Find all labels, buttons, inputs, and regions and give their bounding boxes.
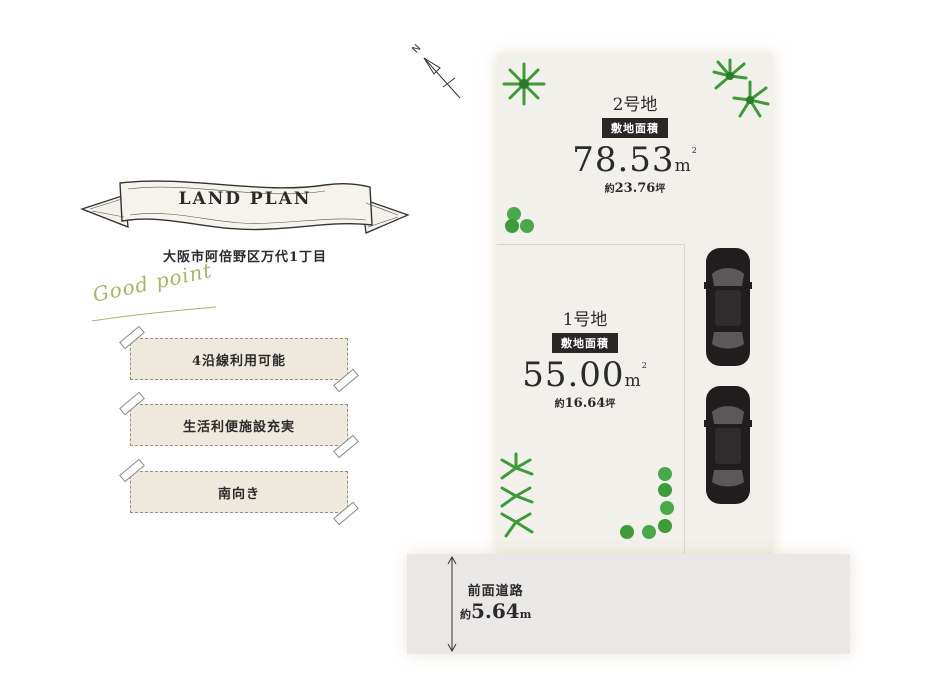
lot-1-label: 1号地 敷地面積 55.00m2 約16.64坪 xyxy=(515,305,655,411)
page-title: LAND PLAN xyxy=(178,189,312,209)
title-ribbon: LAND PLAN xyxy=(80,175,410,245)
front-road xyxy=(407,554,850,654)
ribbon-banner-icon xyxy=(80,180,410,234)
area-badge: 敷地面積 xyxy=(552,333,618,353)
point-card-2: 生活利便施設充実 xyxy=(119,391,359,459)
shrub-icon xyxy=(505,207,534,233)
tsubo-value: 約16.64坪 xyxy=(554,396,616,411)
tree-icon xyxy=(500,452,534,538)
address-text: 大阪市阿倍野区万代1丁目 xyxy=(162,250,328,265)
point-card-3: 南向き xyxy=(119,458,359,526)
tape-icon xyxy=(333,368,359,393)
car-icon xyxy=(704,386,752,504)
good-point-underline-icon xyxy=(91,306,217,322)
tsubo-value: 約23.76坪 xyxy=(604,181,666,196)
road-label: 前面道路 約5.64m xyxy=(460,580,531,623)
point-card-label: 生活利便施設充実 xyxy=(182,419,295,435)
good-point-heading: Good point xyxy=(90,258,215,307)
tree-icon xyxy=(502,62,546,106)
area-value: 55.00m2 xyxy=(522,355,648,395)
north-arrow-icon: N xyxy=(410,43,461,99)
point-card-label: 4沿線利用可能 xyxy=(191,353,287,369)
point-card-1: 4沿線利用可能 xyxy=(119,325,359,393)
shrub-icon xyxy=(620,467,674,539)
car-icon xyxy=(704,248,752,366)
tape-icon xyxy=(119,391,145,416)
road-width: 約5.64m xyxy=(460,599,532,623)
road-name: 前面道路 xyxy=(467,584,524,599)
dimension-arrow-icon xyxy=(447,556,457,652)
lot-name: 1号地 xyxy=(562,310,608,330)
tape-icon xyxy=(333,501,359,526)
area-badge: 敷地面積 xyxy=(602,118,668,138)
tape-icon xyxy=(119,458,145,483)
area-value: 78.53m2 xyxy=(572,140,698,180)
lot-name: 2号地 xyxy=(612,95,658,115)
tree-icon xyxy=(712,58,770,118)
lot-1-area xyxy=(497,244,685,554)
point-card-label: 南向き xyxy=(217,486,260,502)
tape-icon xyxy=(119,325,145,350)
tape-icon xyxy=(333,434,359,459)
north-label: N xyxy=(410,43,423,56)
lot-2-label: 2号地 敷地面積 78.53m2 約23.76坪 xyxy=(565,90,705,196)
